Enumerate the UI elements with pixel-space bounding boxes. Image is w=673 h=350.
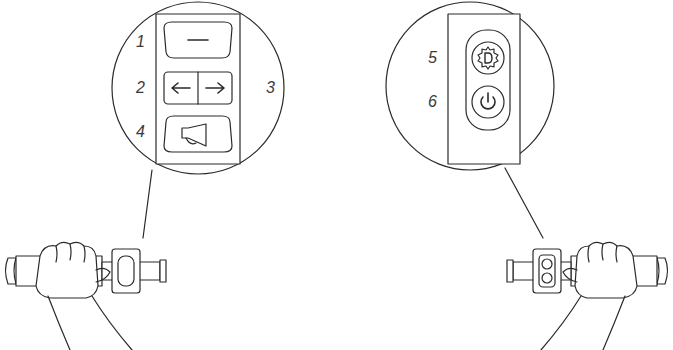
callout-number: 2	[136, 80, 145, 96]
callout-number: 1	[136, 34, 145, 50]
callout-number: 3	[266, 80, 275, 96]
callout-number: 4	[136, 124, 145, 140]
callout-number: 5	[428, 50, 437, 66]
callout-number: 6	[428, 94, 437, 110]
